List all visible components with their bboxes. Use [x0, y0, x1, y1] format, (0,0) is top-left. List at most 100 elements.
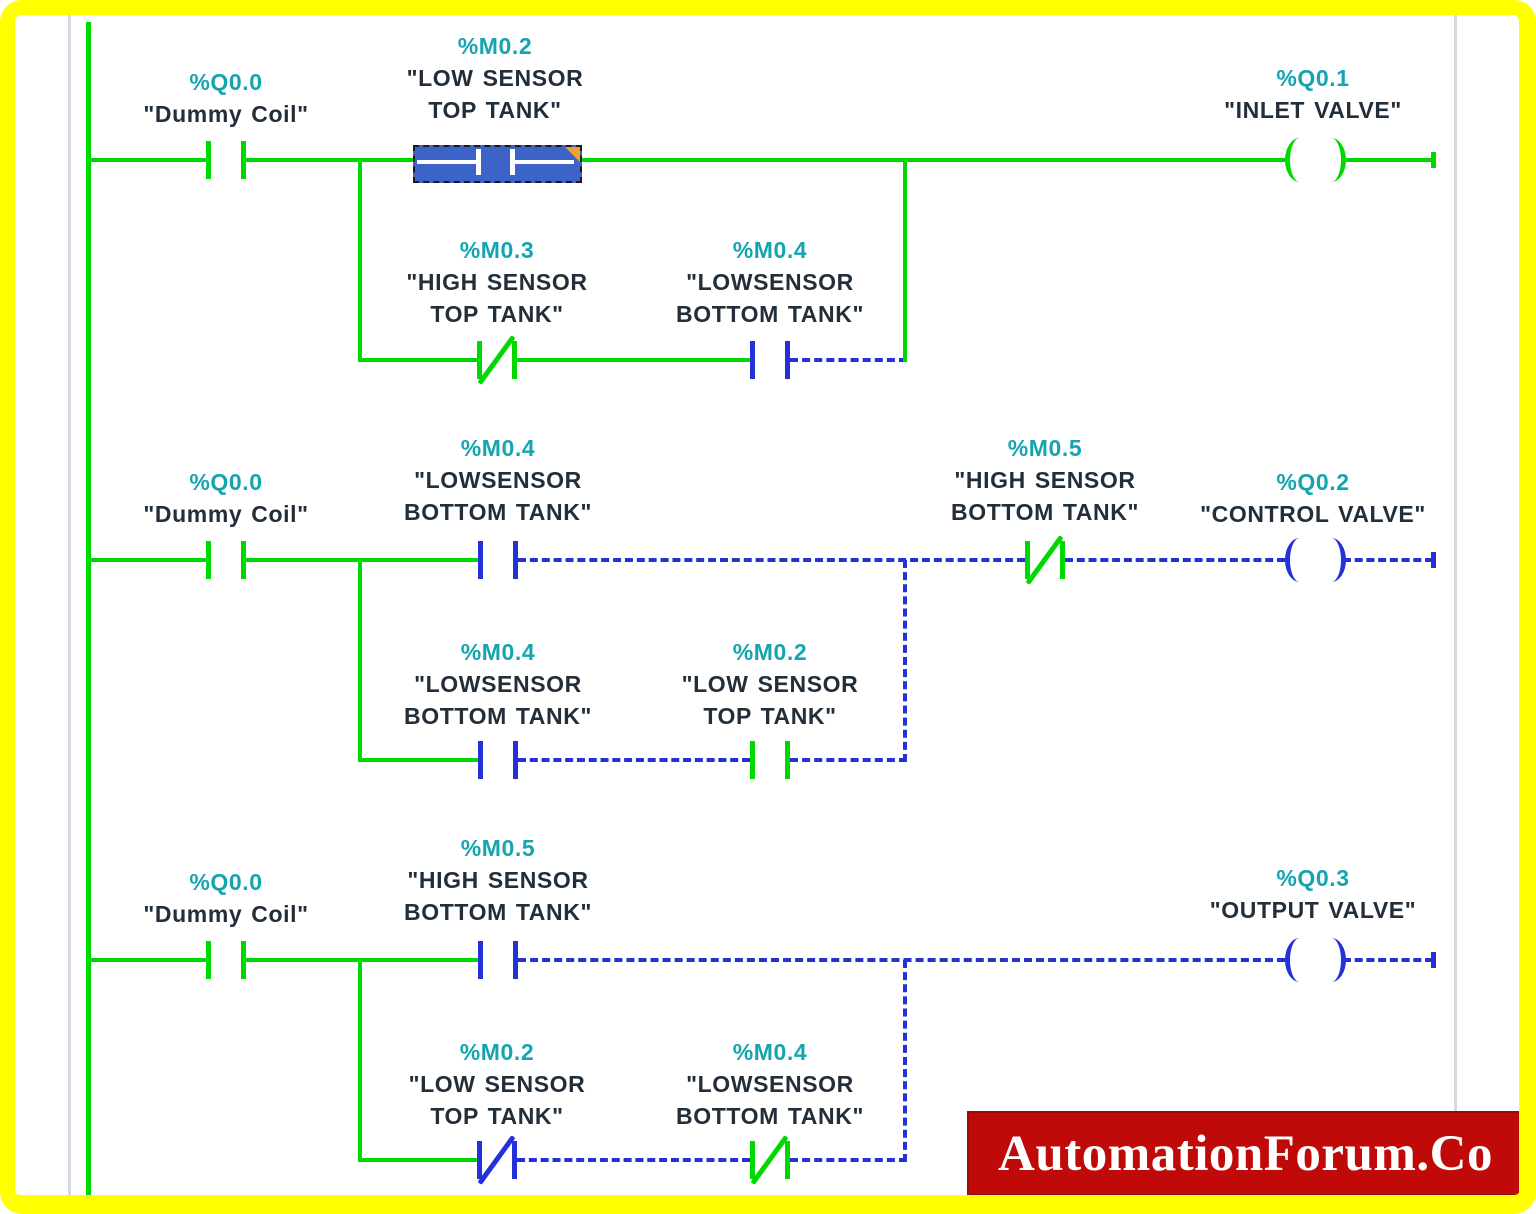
contact-m0.4[interactable] — [745, 330, 795, 390]
contact-bar — [206, 141, 211, 179]
operand-address: %Q0.0 — [189, 869, 263, 895]
rail-end-tick — [1431, 552, 1436, 568]
contact-bar — [750, 341, 755, 379]
coil-q0.2[interactable] — [1281, 536, 1346, 584]
operand-address: %M0.3 — [459, 237, 535, 263]
operand-address: %Q0.0 — [189, 469, 263, 495]
contact-bar — [206, 941, 211, 979]
wire-segment — [360, 358, 477, 362]
wire-segment — [1343, 958, 1433, 962]
operand-name: TOP TANK" — [430, 1103, 564, 1129]
wire-segment — [360, 1158, 477, 1162]
contact-bar — [241, 941, 246, 979]
wire-segment — [246, 558, 478, 562]
operand-label[interactable]: %Q0.0"Dummy Coil" — [143, 66, 308, 130]
contact-m0.2[interactable] — [472, 1130, 522, 1190]
operand-name: "Dummy Coil" — [143, 901, 309, 927]
operand-name: "LOWSENSOR — [686, 1071, 854, 1097]
wire-segment — [518, 958, 1285, 962]
operand-name: "OUTPUT VALVE" — [1209, 897, 1417, 923]
selected-contact-m0.2[interactable] — [413, 145, 582, 183]
contact-bar — [476, 149, 481, 175]
operand-name: "Dummy Coil" — [143, 101, 309, 127]
contact-bar — [1060, 541, 1065, 579]
wire-segment — [518, 558, 1025, 562]
coil-q0.1[interactable] — [1281, 136, 1346, 184]
operand-name: "HIGH SENSOR — [406, 269, 588, 295]
operand-address: %Q0.3 — [1276, 865, 1350, 891]
operand-label[interactable]: %Q0.0 "Dummy Coil" — [143, 866, 308, 930]
contact-q0.0[interactable] — [201, 530, 251, 590]
operand-name: "LOW SENSOR — [408, 1071, 586, 1097]
rail-end-tick — [1431, 152, 1436, 168]
operand-address: %M0.5 — [460, 835, 536, 861]
watermark-banner: AutomationForum.Co — [967, 1111, 1524, 1196]
contact-m0.5[interactable] — [1020, 530, 1070, 590]
left-gutter-divider — [68, 14, 71, 1196]
contact-bar — [785, 1141, 790, 1179]
operand-name: BOTTOM TANK" — [676, 1103, 864, 1129]
nc-slash-icon — [477, 1135, 516, 1185]
operand-name: BOTTOM TANK" — [951, 499, 1139, 525]
operand-name: BOTTOM TANK" — [676, 301, 864, 327]
branch-wire — [903, 158, 907, 362]
left-power-rail — [86, 22, 91, 1196]
wire-segment — [360, 758, 478, 762]
wire-segment — [1343, 158, 1433, 162]
coil-q0.3[interactable] — [1281, 936, 1346, 984]
wire-segment — [88, 158, 206, 162]
contact-m0.3[interactable] — [472, 330, 522, 390]
wire-segment — [1065, 558, 1285, 562]
contact-m0.5[interactable] — [473, 930, 523, 990]
contact-m0.4[interactable] — [473, 530, 523, 590]
contact-m0.4[interactable] — [473, 730, 523, 790]
contact-bar — [750, 1141, 755, 1179]
wire-segment — [1343, 558, 1433, 562]
contact-q0.0[interactable] — [201, 130, 251, 190]
operand-name: "LOW SENSOR — [406, 65, 584, 91]
operand-label[interactable]: %Q0.3 "OUTPUT VALVE" — [1210, 862, 1416, 926]
wire-segment — [790, 358, 907, 362]
contact-wire-left — [417, 160, 476, 164]
contact-m0.2[interactable] — [745, 730, 795, 790]
coil-paren-right — [1325, 938, 1346, 982]
contact-bar — [241, 141, 246, 179]
coil-paren-left — [1285, 938, 1306, 982]
contact-bar — [478, 541, 483, 579]
operand-label[interactable]: %Q0.2"CONTROL VALVE" — [1200, 466, 1426, 530]
wire-segment — [246, 958, 478, 962]
coil-paren-right — [1325, 538, 1346, 582]
operand-name: "LOWSENSOR — [414, 467, 582, 493]
operand-address: %Q0.1 — [1276, 65, 1350, 91]
operand-name: BOTTOM TANK" — [404, 703, 592, 729]
operand-name: TOP TANK" — [703, 703, 837, 729]
operand-name: "LOWSENSOR — [414, 671, 582, 697]
coil-paren-right — [1325, 138, 1346, 182]
contact-bar — [750, 741, 755, 779]
operand-address: %M0.4 — [460, 435, 536, 461]
operand-label[interactable]: %Q0.1 "INLET VALVE" — [1224, 62, 1402, 126]
wire-segment — [88, 558, 206, 562]
operand-name: "HIGH SENSOR — [954, 467, 1136, 493]
operand-label[interactable]: %Q0.0"Dummy Coil" — [143, 466, 308, 530]
wire-segment — [517, 358, 750, 362]
coil-paren-left — [1285, 538, 1306, 582]
contact-q0.0[interactable] — [201, 930, 251, 990]
operand-name: "INLET VALVE" — [1224, 97, 1402, 123]
contact-m0.4[interactable] — [745, 1130, 795, 1190]
wire-segment — [88, 958, 206, 962]
